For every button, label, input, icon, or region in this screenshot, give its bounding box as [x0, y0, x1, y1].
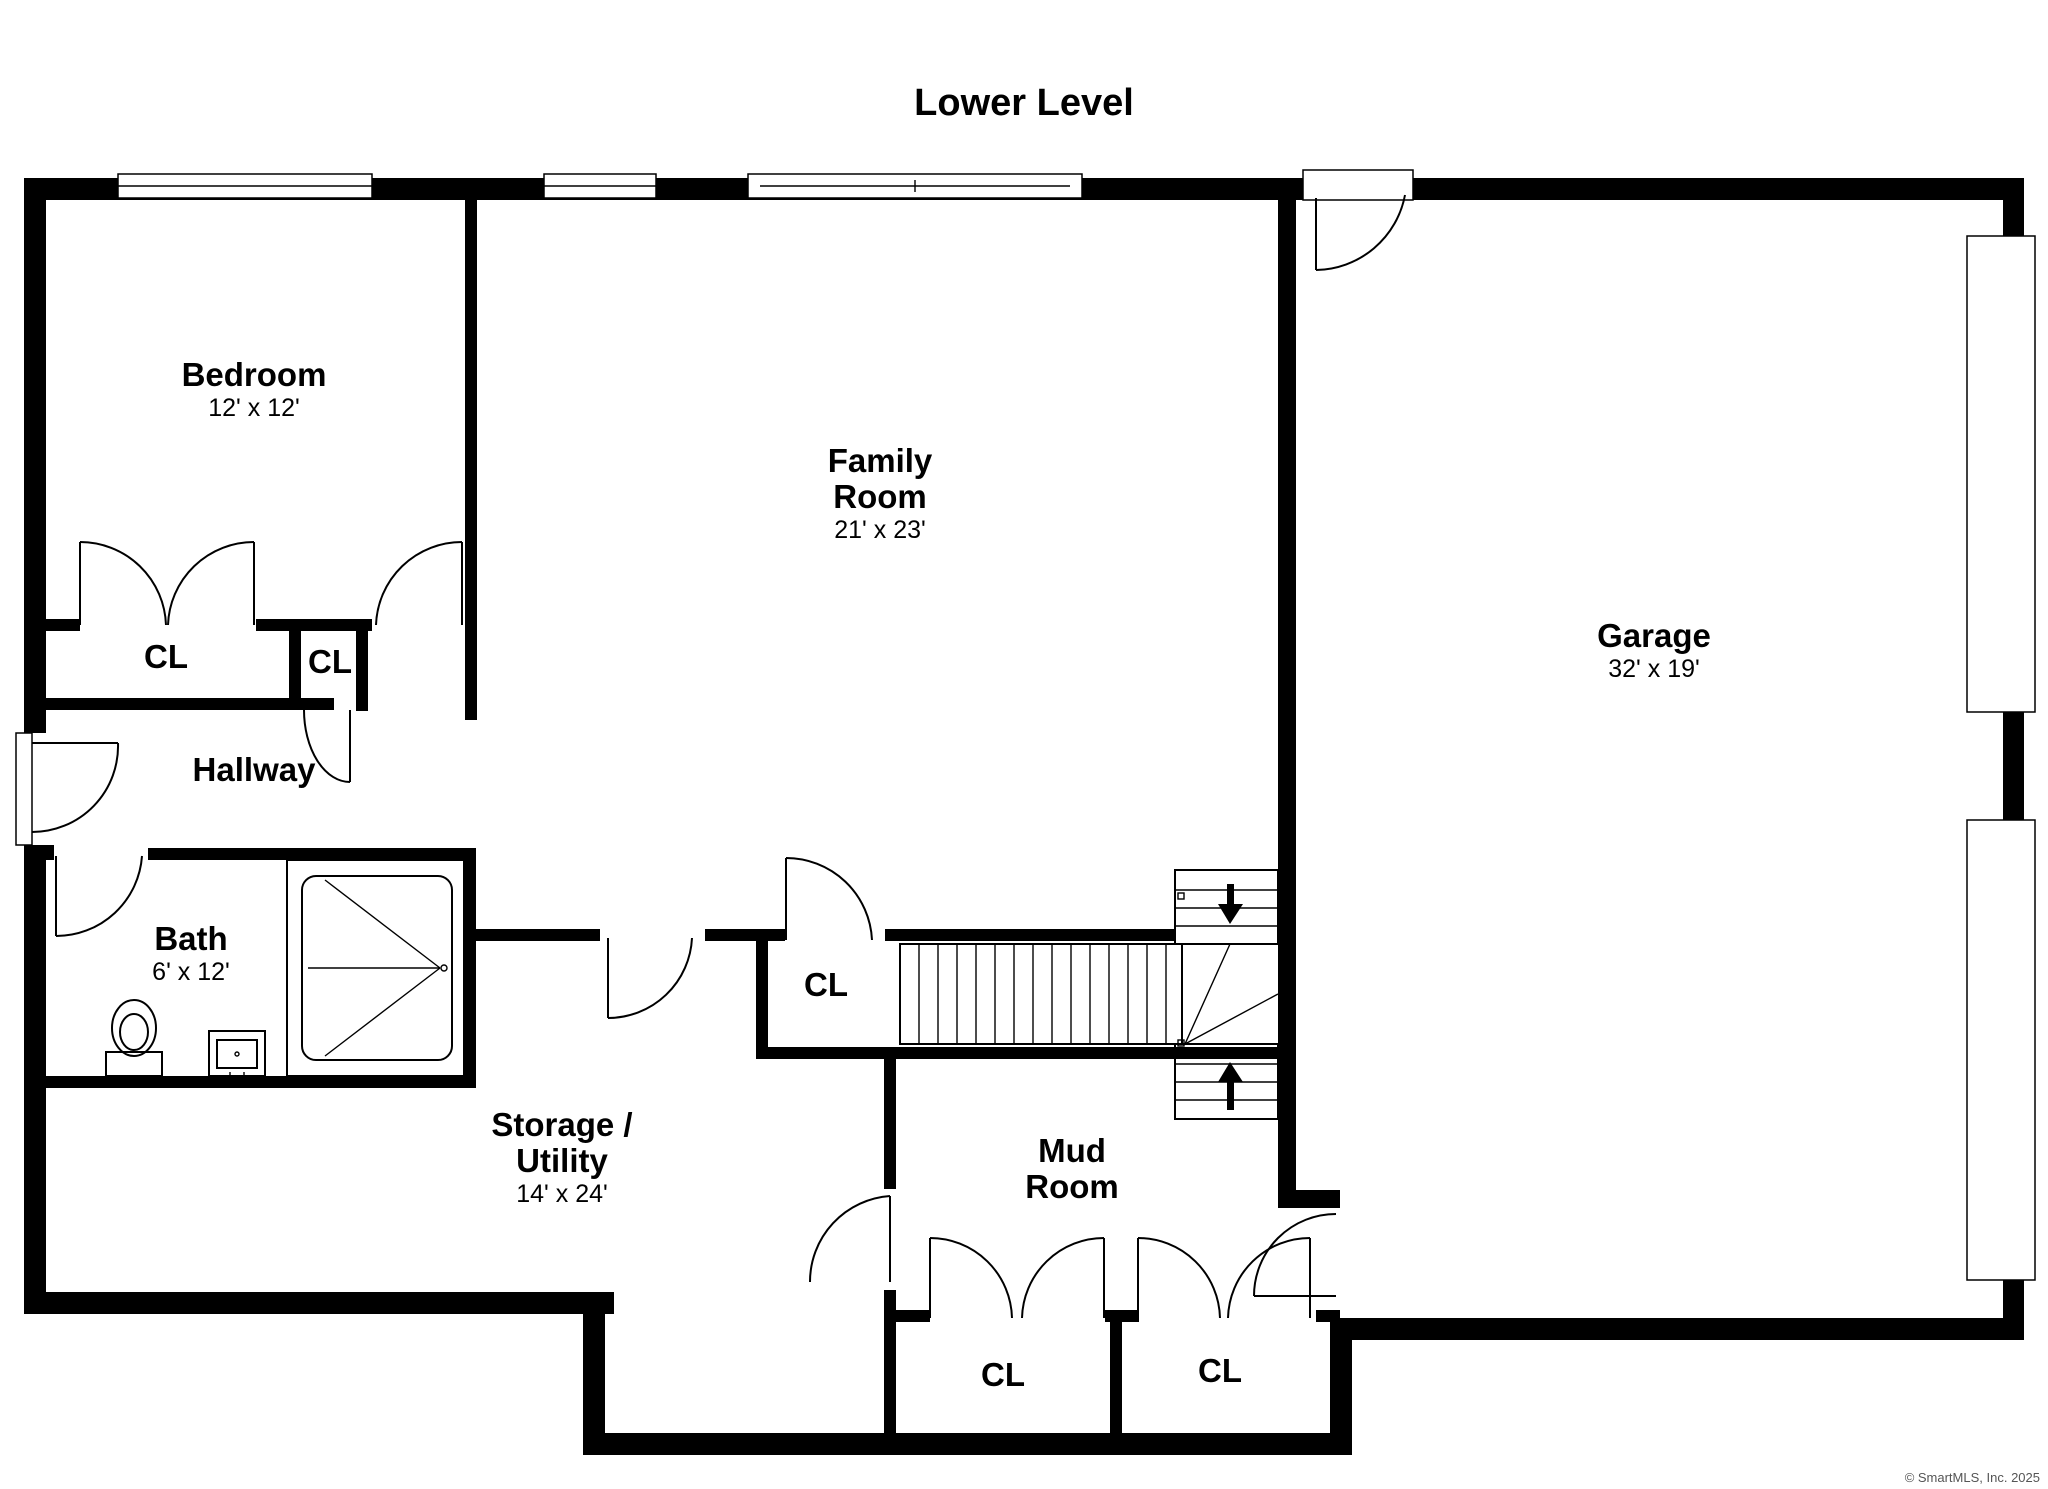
hallway-entry-door[interactable] [15, 732, 120, 846]
bedroom-closet-label: CL [144, 638, 188, 675]
mud-closet-left-doors[interactable] [929, 1237, 1105, 1319]
mud-closet-right-label: CL [1198, 1352, 1242, 1389]
staircase [899, 869, 1279, 1120]
garage-doors [1966, 235, 2036, 1281]
toilet [105, 999, 163, 1077]
garage-interior-door[interactable] [1253, 1213, 1337, 1297]
sink [208, 1030, 266, 1080]
bath-door[interactable] [55, 855, 143, 938]
family-room-name-line2: Room [833, 478, 927, 515]
windows [117, 169, 1414, 201]
mud-room-name-line2: Room [1025, 1168, 1119, 1205]
garage-dims: 32' x 19' [1608, 655, 1700, 683]
storage-name-line1: Storage / [491, 1106, 632, 1143]
stair-up-arrow-icon [1218, 1062, 1243, 1110]
storage-dims: 14' x 24' [516, 1180, 608, 1208]
stair-down-arrow-icon [1218, 884, 1243, 924]
stair-closet-label: CL [804, 966, 848, 1003]
mud-closet-left-label: CL [981, 1356, 1025, 1393]
stair-closet-door[interactable] [785, 856, 873, 941]
mud-closet-right-doors[interactable] [1137, 1237, 1311, 1319]
shower [286, 859, 465, 1077]
bath-dims: 6' x 12' [152, 958, 230, 986]
bedroom-dims: 12' x 12' [208, 394, 300, 422]
bedroom-name: Bedroom [182, 356, 327, 393]
mud-room-door[interactable] [808, 1195, 891, 1283]
hall-closet-label: CL [308, 643, 352, 680]
hallway-name: Hallway [193, 751, 317, 788]
storage-name-line2: Utility [516, 1142, 608, 1179]
interior-walls [34, 190, 1340, 1450]
family-room-dims: 21' x 23' [834, 516, 926, 544]
plan-title: Lower Level [914, 82, 1134, 124]
garage-name: Garage [1597, 617, 1711, 654]
hall-closet-door[interactable] [303, 709, 351, 783]
bath-name: Bath [154, 920, 227, 957]
garage-door-lower[interactable] [1966, 819, 2036, 1281]
garage-side-door[interactable] [1315, 194, 1406, 271]
storage-door[interactable] [607, 937, 693, 1020]
bedroom-closet-doors[interactable] [79, 541, 463, 626]
mud-room-name-line1: Mud [1038, 1132, 1106, 1169]
family-room-name-line1: Family [828, 442, 933, 479]
garage-door-upper[interactable] [1966, 235, 2036, 713]
copyright-credit: © SmartMLS, Inc. 2025 [1905, 1470, 2040, 1485]
